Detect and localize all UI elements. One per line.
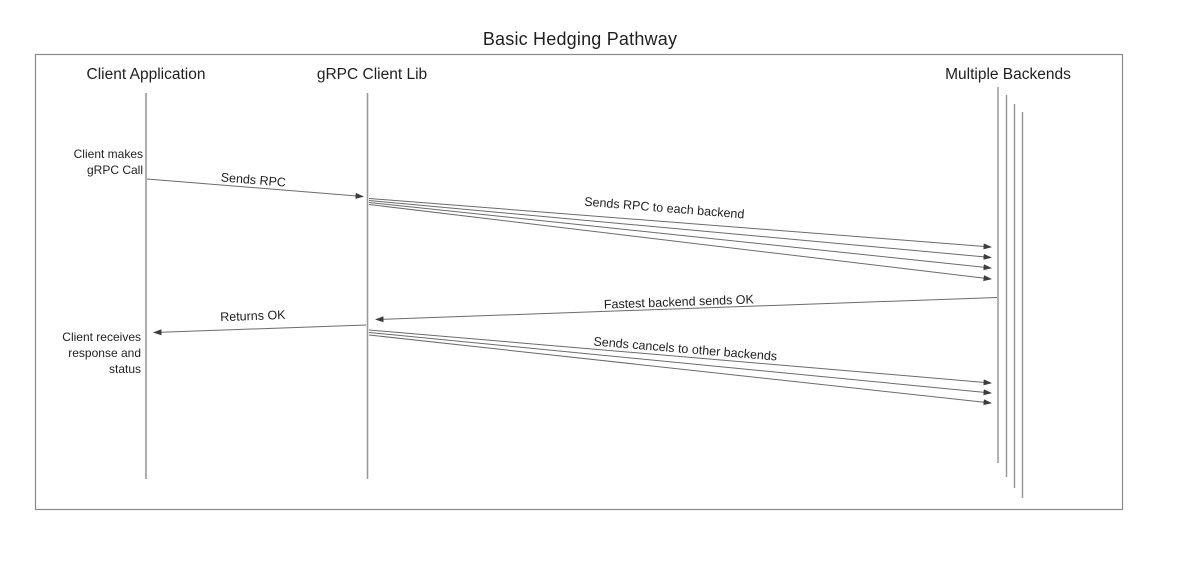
arrow-rpc-backend-2 [368,200,992,260]
message-label-sends-rpc: Sends RPC [220,170,286,189]
arrow-fastest-ok [375,297,998,323]
annotation-line: Client receives [62,330,141,344]
diagram-frame [34,53,1124,511]
message-fastest-backend-sends-ok: Fastest backend sends OK [375,292,998,323]
message-label-sends-cancels: Sends cancels to other backends [593,334,778,363]
actor-header-row: Client Application gRPC Client Lib Multi… [87,66,1072,83]
message-label-fastest-backend-sends-ok: Fastest backend sends OK [604,292,755,311]
message-sends-cancels: Sends cancels to other backends [368,329,992,406]
actor-label-client-application: Client Application [87,66,206,83]
annotation-line: status [109,362,141,376]
arrow-cancel-backend-2 [368,332,992,396]
arrow-returns-ok [153,324,367,336]
arrow-sends-rpc [146,178,364,199]
arrow-cancel-backend-3 [368,334,992,406]
message-sends-rpc: Sends RPC [146,170,364,199]
arrow-rpc-backend-4 [368,204,992,282]
annotation-line: response and [68,346,141,360]
annotation-client-makes-grpc-call: Client makes gRPC Call [74,147,143,177]
arrow-rpc-backend-3 [368,202,992,271]
diagram-title: Basic Hedging Pathway [483,29,677,49]
actor-label-multiple-backends: Multiple Backends [945,66,1071,83]
actor-label-grpc-client-lib: gRPC Client Lib [317,66,427,83]
message-label-returns-ok: Returns OK [220,308,286,324]
arrow-cancel-backend-1 [368,329,992,386]
annotation-client-receives-response: Client receives response and status [62,330,141,376]
arrow-rpc-backend-1 [368,198,992,250]
annotation-line: gRPC Call [87,163,143,177]
lifelines [145,87,1024,498]
message-sends-rpc-each-backend: Sends RPC to each backend [368,195,992,282]
message-returns-ok: Returns OK [153,308,367,336]
annotation-line: Client makes [74,147,143,161]
